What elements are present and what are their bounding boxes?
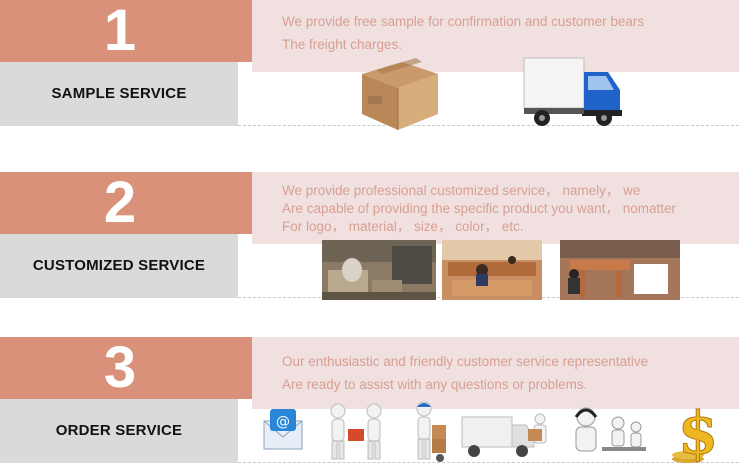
- workshop-photo-2: [442, 240, 542, 300]
- description-line: Our enthusiastic and friendly customer s…: [282, 354, 649, 369]
- step-number-box: 3: [0, 337, 252, 399]
- divider: [238, 462, 739, 463]
- section-label-box: SAMPLE SERVICE: [0, 62, 238, 126]
- description-line: The freight charges.: [282, 37, 403, 52]
- section-title: ORDER SERVICE: [55, 422, 183, 439]
- step-number: 2: [103, 170, 137, 235]
- section-title: SAMPLE SERVICE: [51, 85, 187, 102]
- order-service-description: Our enthusiastic and friendly customer s…: [252, 337, 739, 409]
- call-center-figures-icon: [566, 405, 646, 459]
- email-envelope-icon: @: [262, 407, 304, 451]
- section-title: CUSTOMIZED SERVICE: [32, 257, 206, 274]
- description-line: For logo， material， size， color， etc.: [282, 219, 524, 234]
- workshop-photo-1: [322, 240, 436, 300]
- section-label-box: ORDER SERVICE: [0, 399, 238, 463]
- description-line: We provide professional customized servi…: [282, 183, 641, 198]
- sample-service-section: We provide free sample for confirmation …: [0, 0, 747, 130]
- sample-service-description: We provide free sample for confirmation …: [252, 0, 739, 72]
- svg-text:$: $: [678, 399, 718, 465]
- customized-service-description: We provide professional customized servi…: [252, 172, 739, 244]
- delivery-van-figure-icon: [460, 411, 550, 459]
- customized-service-section: We provide professional customized servi…: [0, 172, 747, 300]
- description-line: Are capable of providing the specific pr…: [282, 201, 676, 216]
- step-number-box: 1: [0, 0, 252, 62]
- hand-truck-figure-icon: [410, 401, 450, 463]
- svg-text:@: @: [276, 414, 290, 430]
- cardboard-box-icon: [356, 52, 442, 132]
- description-line: We provide free sample for confirmation …: [282, 14, 645, 29]
- divider: [238, 125, 739, 126]
- step-number: 3: [103, 335, 137, 400]
- dollar-sign-icon: $: [666, 399, 730, 465]
- description-line: Are ready to assist with any questions o…: [282, 377, 588, 392]
- delivery-truck-icon: [522, 54, 624, 130]
- handshake-figures-icon: [324, 403, 388, 461]
- step-number: 1: [103, 0, 137, 63]
- image-band: [238, 72, 739, 126]
- step-number-box: 2: [0, 172, 252, 234]
- order-service-section: Our enthusiastic and friendly customer s…: [0, 337, 747, 465]
- workshop-photo-3: [560, 240, 680, 300]
- section-label-box: CUSTOMIZED SERVICE: [0, 234, 238, 298]
